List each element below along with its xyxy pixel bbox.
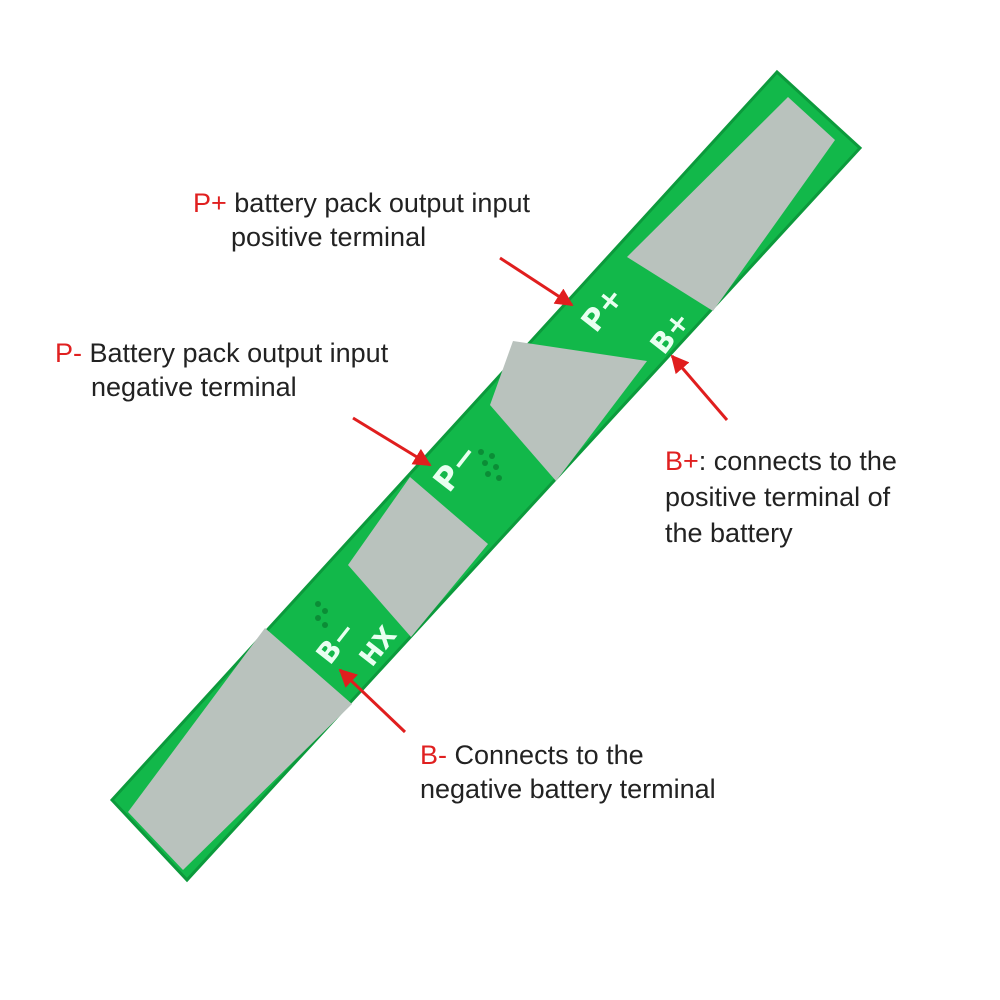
callout-p-plus-line1: battery pack output input (226, 188, 530, 218)
callout-b-minus: B- Connects to the negative battery term… (420, 738, 716, 806)
pad-bottom (128, 628, 352, 870)
callout-p-plus-key: P+ (193, 188, 227, 218)
arrow-p-minus (352, 416, 432, 467)
callout-b-minus-line1: Connects to the (447, 740, 644, 770)
callout-p-minus-key: P- (55, 338, 82, 368)
callout-p-plus: P+ battery pack output input positive te… (193, 186, 530, 254)
dot-pattern-lower (315, 601, 328, 628)
callout-b-plus-line2: positive terminal of (665, 482, 891, 512)
callout-b-plus-key: B+ (665, 446, 699, 476)
pad-top (627, 97, 835, 311)
callout-p-plus-line2: positive terminal (231, 222, 427, 252)
callout-b-minus-key: B- (420, 740, 447, 770)
callout-p-minus-line2: negative terminal (91, 372, 297, 402)
dot-pattern-upper (478, 449, 502, 481)
callout-b-minus-line2: negative battery terminal (420, 774, 716, 804)
callout-p-minus-line1: Battery pack output input (82, 338, 389, 368)
callout-b-plus: B+: connects to the positive terminal of… (665, 443, 897, 551)
arrow-b-plus (670, 354, 729, 421)
callout-b-plus-line1: : connects to the (698, 446, 897, 476)
callout-b-plus-line3: the battery (665, 518, 793, 548)
pad-lower-middle (348, 477, 488, 637)
callout-p-minus: P- Battery pack output input negative te… (55, 336, 388, 404)
pad-upper-middle (490, 341, 647, 481)
arrow-p-plus (499, 256, 574, 307)
arrow-b-minus (338, 668, 407, 734)
